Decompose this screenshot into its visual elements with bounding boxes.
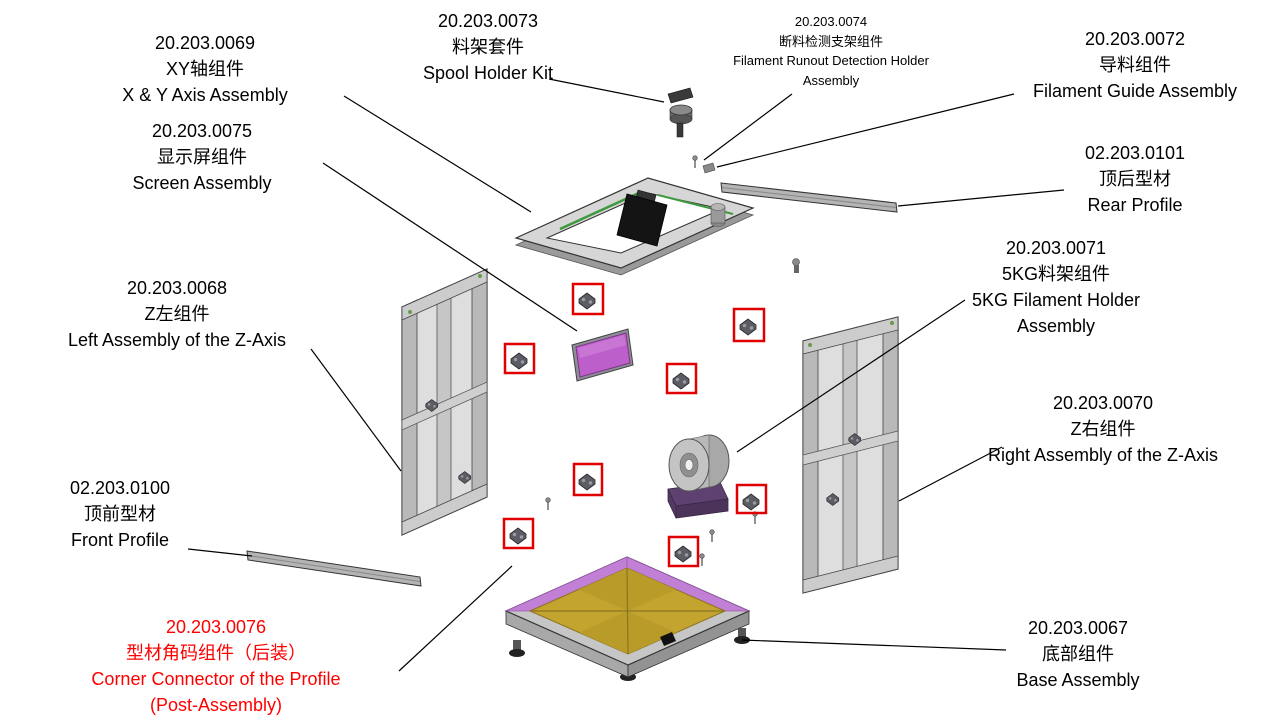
corner-connector-highlight-box xyxy=(732,307,766,343)
corner-bracket-icon xyxy=(578,292,596,310)
part-name-en: Left Assembly of the Z-Axis xyxy=(67,330,287,350)
part-code: 20.203.0068 xyxy=(126,278,228,298)
corner-bracket-icon xyxy=(739,318,757,336)
corner-bracket-icon xyxy=(510,352,528,370)
label-front-profile: 02.203.0100 顶前型材 Front Profile xyxy=(70,475,170,553)
corner-connector-highlight-box xyxy=(667,535,700,568)
part-name-zh: Z右组件 xyxy=(1070,419,1136,439)
label-base-assembly: 20.203.0067 底部组件 Base Assembly xyxy=(1016,615,1139,693)
part-filament-guide xyxy=(702,162,716,174)
label-screen-assembly: 20.203.0075 显示屏组件 Screen Assembly xyxy=(132,118,271,196)
label-z-left-assembly: 20.203.0068 Z左组件 Left Assembly of the Z-… xyxy=(68,275,286,353)
part-code: 02.203.0100 xyxy=(69,478,171,498)
part-code: 20.203.0075 xyxy=(151,121,253,141)
label-rear-profile: 02.203.0101 顶后型材 Rear Profile xyxy=(1085,140,1185,218)
part-name-zh: 顶后型材 xyxy=(1098,169,1171,189)
part-code: 20.203.0074 xyxy=(794,14,868,29)
part-rear-profile xyxy=(720,182,898,213)
part-name-en2: (Post-Assembly) xyxy=(149,695,283,715)
corner-bracket-icon xyxy=(672,372,690,390)
part-base-assembly xyxy=(504,556,751,681)
part-name-zh: 料架套件 xyxy=(451,37,524,57)
part-z-left-assembly xyxy=(401,268,488,536)
part-code: 20.203.0067 xyxy=(1027,618,1129,638)
part-filament-runout-holder xyxy=(691,154,699,169)
label-filament-guide: 20.203.0072 导料组件 Filament Guide Assembly xyxy=(1033,26,1237,104)
part-spool-holder-kit xyxy=(667,87,694,138)
part-name-en2: Assembly xyxy=(1016,316,1096,336)
corner-connector-highlight-box xyxy=(572,462,604,497)
corner-bracket-icon xyxy=(742,493,760,511)
part-name-en: Corner Connector of the Profile xyxy=(91,669,341,689)
part-5kg-filament-holder xyxy=(667,434,730,519)
part-name-en: Right Assembly of the Z-Axis xyxy=(987,445,1219,465)
label-filament-runout-holder: 20.203.0074 断料检测支架组件 Filament Runout Det… xyxy=(733,12,929,90)
part-name-zh: 5KG料架组件 xyxy=(1001,264,1111,284)
part-name-zh: 底部组件 xyxy=(1042,644,1114,664)
label-5kg-filament-holder: 20.203.0071 5KG料架组件 5KG Filament Holder … xyxy=(972,235,1140,339)
part-name-en: 5KG Filament Holder xyxy=(971,290,1141,310)
small-fastener xyxy=(792,258,800,273)
label-xy-axis-assembly: 20.203.0069 XY轴组件 X & Y Axis Assembly xyxy=(122,30,287,108)
part-code: 20.203.0076 xyxy=(165,617,267,637)
part-name-en: Base Assembly xyxy=(1016,670,1140,690)
part-screen-assembly xyxy=(571,328,634,382)
corner-bracket-icon xyxy=(509,527,527,545)
corner-connector-highlight-box xyxy=(735,483,768,515)
corner-bracket-icon xyxy=(674,545,692,563)
part-name-en: Filament Guide Assembly xyxy=(1032,81,1238,101)
part-code: 20.203.0072 xyxy=(1084,29,1186,49)
part-name-zh: XY轴组件 xyxy=(165,59,245,79)
part-name-en: Filament Runout Detection Holder xyxy=(733,53,929,68)
corner-bracket-icons xyxy=(509,292,760,563)
part-name-zh: 显示屏组件 xyxy=(157,147,247,167)
leader-lines xyxy=(187,78,1065,672)
part-name-zh: 断料检测支架组件 xyxy=(778,33,884,49)
part-code: 20.203.0073 xyxy=(437,11,539,31)
part-name-en: Front Profile xyxy=(70,530,170,550)
part-xy-gantry-frame xyxy=(514,177,755,276)
corner-connector-highlight-box xyxy=(502,517,535,550)
part-name-zh: 型材角码组件（后装） xyxy=(125,643,306,663)
label-spool-holder-kit: 20.203.0073 料架套件 Spool Holder Kit xyxy=(423,8,553,86)
corner-connector-highlight-box xyxy=(571,282,605,316)
part-name-en: Rear Profile xyxy=(1087,195,1183,215)
label-corner-connector: 20.203.0076 型材角码组件（后装） Corner Connector … xyxy=(91,614,340,718)
part-name-zh: Z左组件 xyxy=(144,304,210,324)
part-z-right-assembly xyxy=(802,316,899,594)
part-code: 02.203.0101 xyxy=(1084,143,1186,163)
corner-connector-highlights xyxy=(502,282,768,568)
corner-bracket-icon xyxy=(578,473,596,491)
part-code: 20.203.0070 xyxy=(1052,393,1154,413)
part-name-en: X & Y Axis Assembly xyxy=(122,85,288,105)
corner-connector-highlight-box xyxy=(665,362,698,395)
part-name-zh: 导料组件 xyxy=(1099,55,1171,75)
part-code: 20.203.0071 xyxy=(1005,238,1107,258)
label-z-right-assembly: 20.203.0070 Z右组件 Right Assembly of the Z… xyxy=(988,390,1218,468)
part-code: 20.203.0069 xyxy=(154,33,256,53)
part-front-profile xyxy=(246,550,422,587)
part-name-en2: Assembly xyxy=(802,72,860,88)
part-name-en: Screen Assembly xyxy=(132,173,272,193)
corner-connector-highlight-box xyxy=(503,342,536,375)
part-name-en: Spool Holder Kit xyxy=(422,63,554,83)
part-name-zh: 顶前型材 xyxy=(83,504,156,524)
